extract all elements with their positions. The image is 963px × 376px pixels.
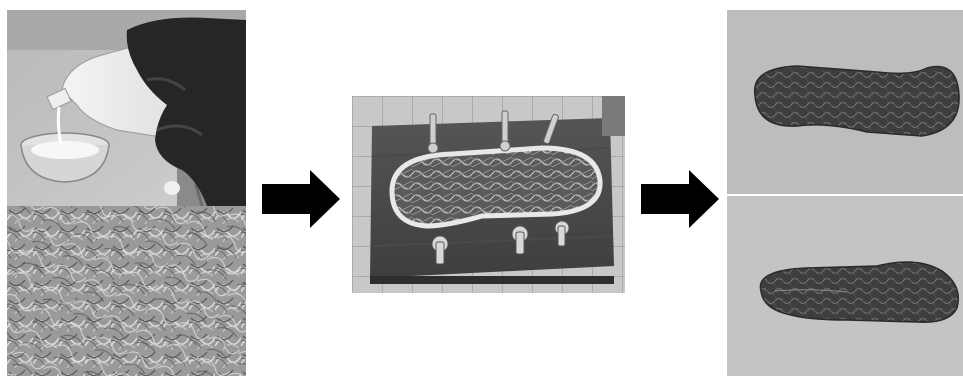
arrow-step1-to-step2 [262,170,340,228]
fiber-mat-photo [7,206,246,376]
insole-top-photo [727,10,963,194]
insole-bottom-photo [727,196,963,376]
mold-with-bolts-photo [352,96,625,293]
pouring-liquid-photo [7,10,246,206]
arrow-step2-to-step3 [641,170,719,228]
